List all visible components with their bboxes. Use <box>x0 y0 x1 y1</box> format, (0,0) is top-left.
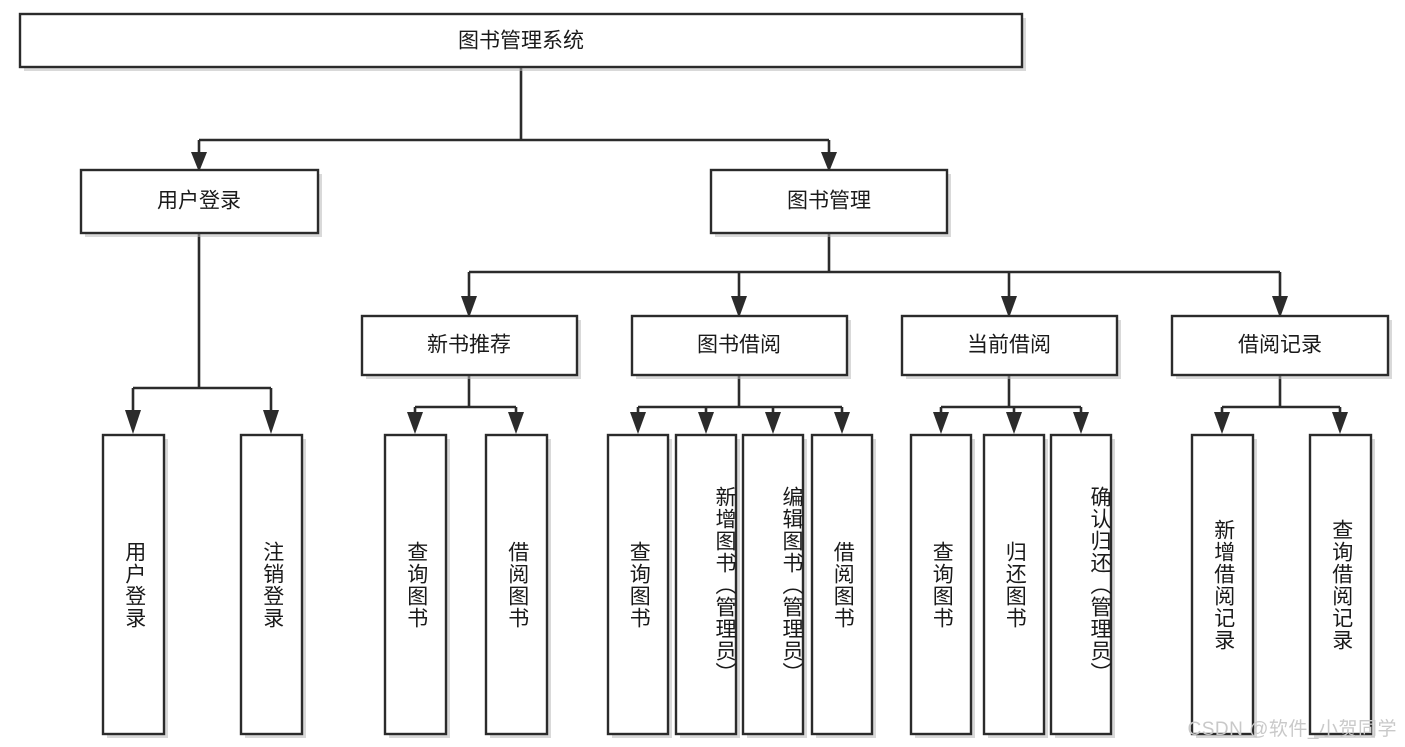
node-leaf-query-books-borrow[interactable] <box>606 433 672 738</box>
node-leaf-user-login[interactable] <box>101 433 168 738</box>
nodes-layer: 图书管理系统 用户登录 图书管理 新书推荐 <box>18 12 1392 738</box>
arrow-to-leaf-query-books-borrow <box>630 412 646 434</box>
arrow-to-leaf-user-login <box>125 410 141 434</box>
arrow-to-book-management <box>821 152 837 172</box>
arrow-to-leaf-confirm-return-admin <box>1073 412 1089 434</box>
node-root-label: 图书管理系统 <box>458 30 584 53</box>
node-book-management[interactable]: 图书管理 <box>709 168 951 237</box>
node-user-login[interactable]: 用户登录 <box>79 168 322 237</box>
arrow-to-leaf-return-book <box>1006 412 1022 434</box>
node-user-login-label: 用户登录 <box>157 190 241 213</box>
arrow-to-leaf-borrow-books-rec <box>508 412 524 434</box>
node-leaf-query-books-rec[interactable] <box>383 433 450 738</box>
node-leaf-add-borrow-record[interactable] <box>1190 433 1257 738</box>
arrow-to-borrow-records <box>1272 296 1288 318</box>
node-root[interactable]: 图书管理系统 <box>18 12 1026 71</box>
node-leaf-return-book[interactable] <box>982 433 1048 738</box>
node-new-book-recommend[interactable]: 新书推荐 <box>360 314 581 379</box>
node-new-book-recommend-label: 新书推荐 <box>427 334 511 357</box>
edge-userlogin-to-leaves <box>125 233 279 434</box>
edge-bookborrow-to-leaves <box>630 375 850 434</box>
arrow-to-leaf-add-borrow-record <box>1214 412 1230 434</box>
arrow-to-leaf-edit-book-admin <box>765 412 781 434</box>
arrow-to-leaf-query-books-current <box>933 412 949 434</box>
edge-bookmgmt-to-level3 <box>461 233 1288 318</box>
arrow-to-current-borrow <box>1001 296 1017 318</box>
arrow-to-leaf-add-book-admin <box>698 412 714 434</box>
node-leaf-add-book-admin[interactable] <box>674 433 740 738</box>
edge-currentborrow-to-leaves <box>933 375 1089 434</box>
arrow-to-new-book-recommend <box>461 296 477 318</box>
arrow-to-leaf-logout <box>263 410 279 434</box>
node-current-borrow[interactable]: 当前借阅 <box>900 314 1121 379</box>
edge-borrowrecords-to-leaves <box>1214 375 1348 434</box>
node-book-borrow[interactable]: 图书借阅 <box>630 314 851 379</box>
node-book-borrow-label: 图书借阅 <box>697 334 781 357</box>
edge-recommend-to-leaves <box>407 375 524 434</box>
node-leaf-logout[interactable] <box>239 433 306 738</box>
arrow-to-leaf-query-books-rec <box>407 412 423 434</box>
node-book-management-label: 图书管理 <box>787 190 871 213</box>
leaf-boxes <box>101 433 1375 738</box>
node-leaf-borrow-book[interactable] <box>810 433 876 738</box>
csdn-watermark: CSDN @软件_小贺同学 <box>1187 719 1397 740</box>
arrow-to-leaf-query-borrow-record <box>1332 412 1348 434</box>
edge-root-to-level2 <box>191 67 837 172</box>
node-leaf-confirm-return-admin[interactable] <box>1049 433 1115 738</box>
node-borrow-records-label: 借阅记录 <box>1238 334 1322 357</box>
node-borrow-records[interactable]: 借阅记录 <box>1170 314 1392 379</box>
arrow-to-leaf-borrow-book <box>834 412 850 434</box>
node-current-borrow-label: 当前借阅 <box>967 334 1051 357</box>
node-leaf-borrow-books-rec[interactable] <box>484 433 551 738</box>
edges-layer <box>125 67 1348 434</box>
node-leaf-edit-book-admin[interactable] <box>741 433 807 738</box>
node-leaf-query-books-current[interactable] <box>909 433 975 738</box>
node-leaf-query-borrow-record[interactable] <box>1308 433 1375 738</box>
arrow-to-user-login <box>191 152 207 172</box>
arrow-to-book-borrow <box>731 296 747 318</box>
